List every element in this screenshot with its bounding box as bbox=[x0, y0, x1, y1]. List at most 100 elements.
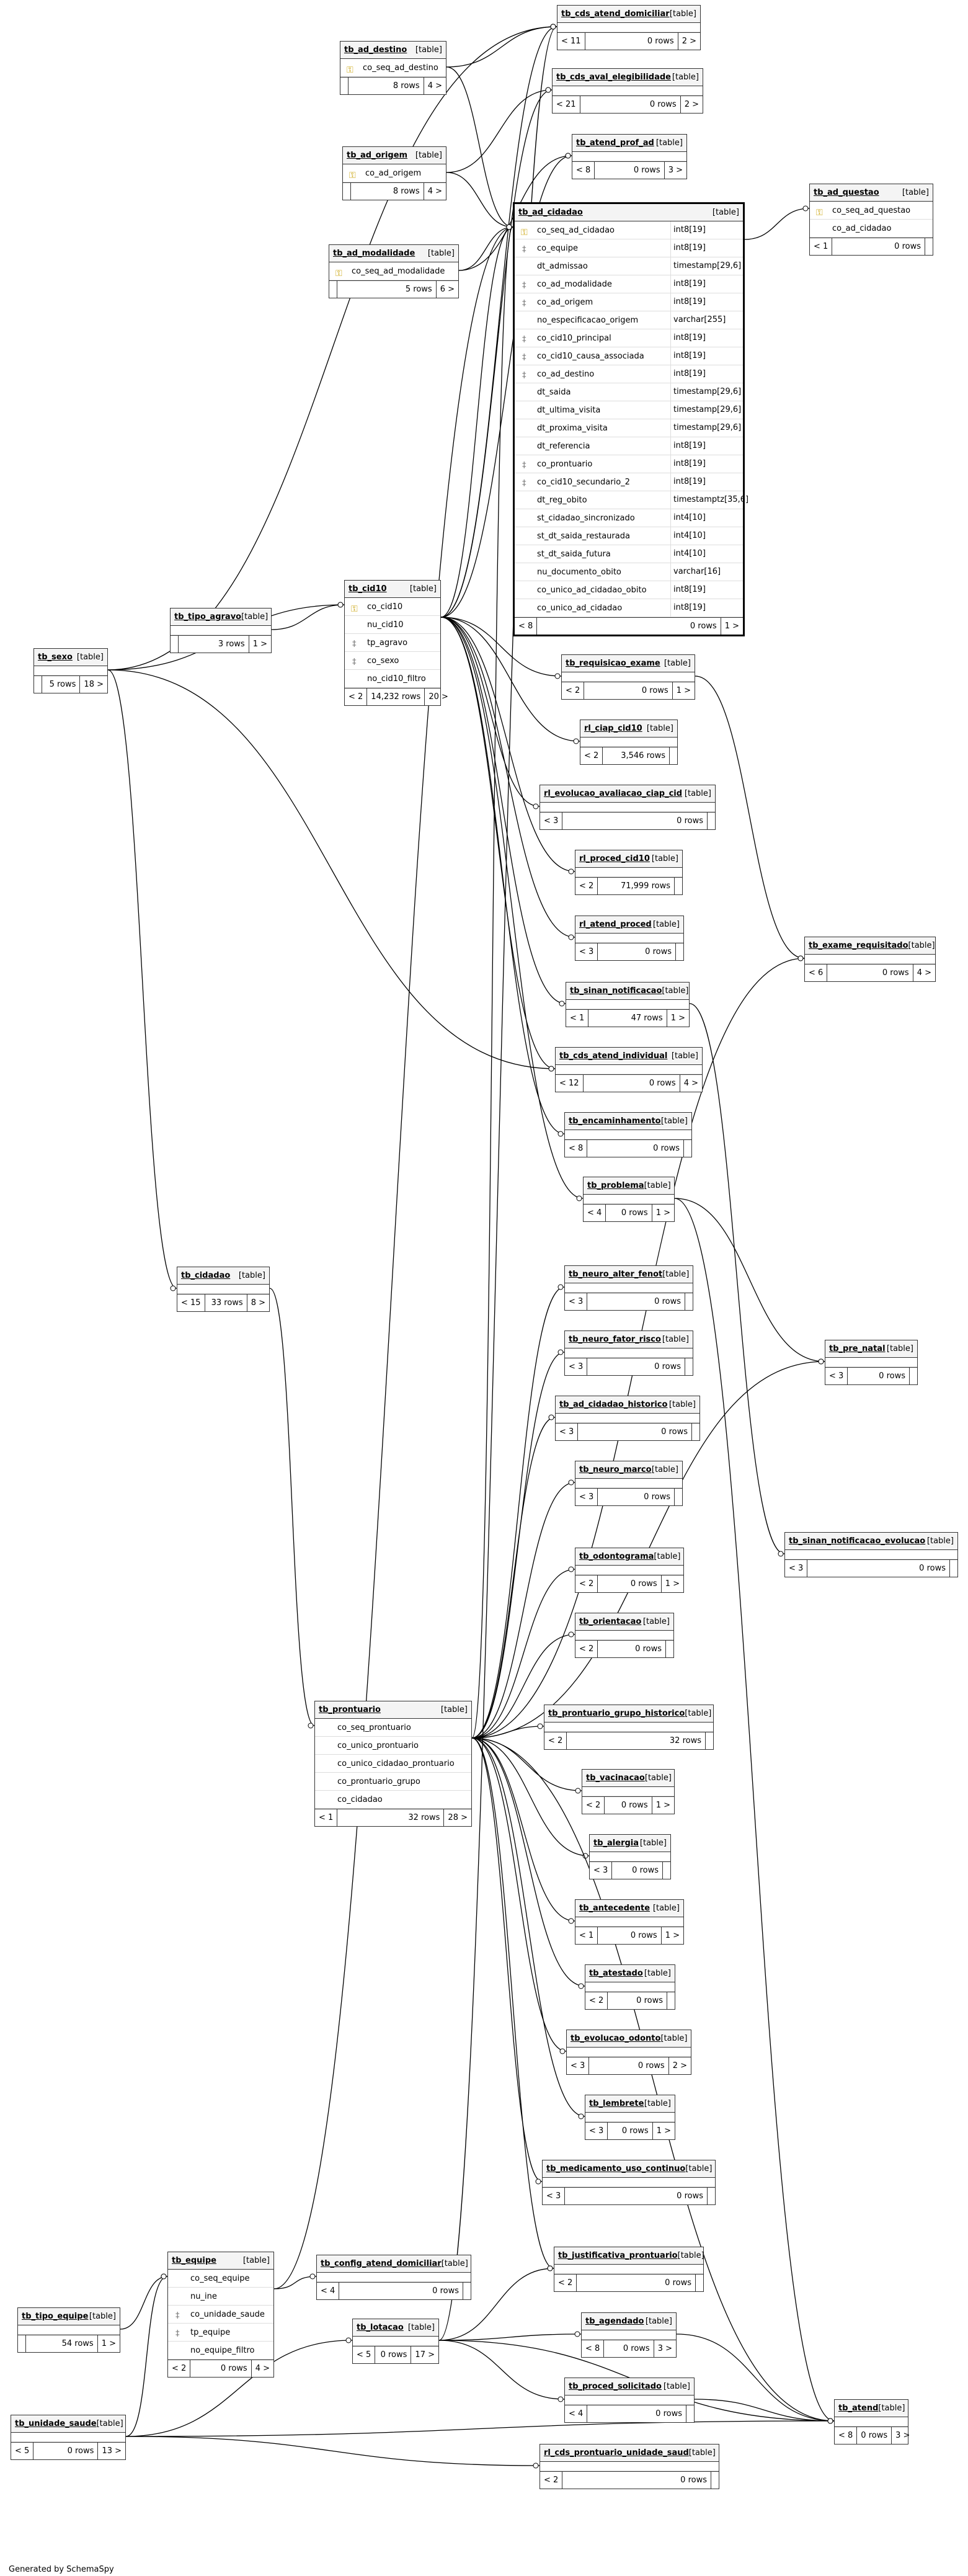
parent-count[interactable] bbox=[34, 676, 42, 693]
child-count[interactable]: 4 > bbox=[255, 2364, 270, 2373]
parent-count[interactable]: < 4 bbox=[584, 1205, 606, 1221]
table-name[interactable]: rl_atend_proced bbox=[579, 920, 652, 929]
table-name[interactable]: tb_sexo bbox=[38, 653, 73, 662]
child-count[interactable] bbox=[666, 1641, 673, 1657]
table-name[interactable]: tb_atend bbox=[838, 2404, 879, 2413]
child-count[interactable]: 28 > bbox=[448, 1813, 468, 1822]
column-row[interactable]: no_cid10_filtro bbox=[345, 670, 440, 688]
table-name[interactable]: tb_neuro_alter_fenot bbox=[569, 1270, 663, 1279]
column-row[interactable]: no_equipe_filtro bbox=[168, 2342, 273, 2360]
parent-count[interactable]: < 2 bbox=[580, 747, 603, 764]
child-count[interactable]: 1 > bbox=[670, 1014, 685, 1023]
child-count[interactable]: 3 > bbox=[657, 2344, 672, 2353]
table-name[interactable]: tb_alergia bbox=[593, 1838, 639, 1848]
child-count[interactable] bbox=[696, 2275, 703, 2291]
table-name[interactable]: rl_ciap_cid10 bbox=[584, 724, 642, 733]
column-row[interactable]: nu_cid10 bbox=[345, 616, 440, 634]
child-count[interactable]: 2 > bbox=[682, 37, 696, 46]
column-row[interactable]: ‡co_sexo bbox=[345, 652, 440, 670]
table-name[interactable]: tb_encaminhamento bbox=[569, 1116, 661, 1126]
parent-count[interactable]: < 8 bbox=[515, 618, 538, 635]
table-name[interactable]: tb_exame_requisitado bbox=[809, 941, 908, 950]
child-count[interactable]: 20 > bbox=[428, 692, 448, 702]
child-count[interactable]: 4 > bbox=[427, 187, 442, 196]
parent-count[interactable]: < 15 bbox=[177, 1295, 205, 1311]
column-row[interactable]: nu_ine bbox=[168, 2288, 273, 2306]
table-name[interactable]: tb_equipe bbox=[172, 2256, 216, 2265]
table-name[interactable]: tb_evolucao_odonto bbox=[571, 2034, 661, 2043]
parent-count[interactable]: < 4 bbox=[565, 2405, 588, 2422]
table-name[interactable]: tb_lembrete bbox=[589, 2099, 644, 2108]
table-name[interactable]: tb_config_atend_domiciliar bbox=[321, 2259, 442, 2268]
table-name[interactable]: tb_sinan_notificacao bbox=[570, 986, 662, 996]
child-count[interactable]: 1 > bbox=[656, 2126, 671, 2136]
table-name[interactable]: rl_proced_cid10 bbox=[579, 854, 650, 863]
table-name[interactable]: tb_atestado bbox=[589, 1969, 643, 1978]
table-name[interactable]: tb_agendado bbox=[585, 2317, 644, 2326]
column-row[interactable]: co_seq_equipe bbox=[168, 2270, 273, 2288]
column-row[interactable]: ⚿co_seq_ad_modalidade bbox=[329, 262, 458, 280]
parent-count[interactable]: < 2 bbox=[582, 1797, 605, 1814]
parent-count[interactable]: < 3 bbox=[543, 2188, 566, 2204]
table-name[interactable]: tb_tipo_equipe bbox=[22, 2312, 89, 2321]
table-name[interactable]: tb_antecedente bbox=[579, 1904, 651, 1913]
child-count[interactable]: 2 > bbox=[684, 100, 699, 109]
table-name[interactable]: tb_ad_questao bbox=[814, 188, 879, 197]
column-row[interactable]: ⚿co_seq_ad_destino bbox=[340, 59, 446, 77]
parent-count[interactable]: < 3 bbox=[567, 2057, 590, 2074]
child-count[interactable]: 2 > bbox=[672, 2061, 687, 2070]
parent-count[interactable]: < 3 bbox=[565, 1293, 588, 1310]
child-count[interactable] bbox=[950, 1560, 957, 1577]
child-count[interactable] bbox=[667, 1992, 675, 2009]
child-count[interactable] bbox=[706, 1732, 713, 1749]
table-name[interactable]: tb_ad_modalidade bbox=[333, 249, 415, 258]
child-count[interactable]: 8 > bbox=[251, 1298, 265, 1308]
parent-count[interactable] bbox=[18, 2335, 26, 2352]
table-name[interactable]: tb_vacinacao bbox=[586, 1773, 645, 1783]
parent-count[interactable]: < 11 bbox=[557, 33, 585, 50]
parent-count[interactable]: < 8 bbox=[572, 162, 595, 179]
table-name[interactable]: tb_prontuario bbox=[319, 1705, 381, 1714]
parent-count[interactable] bbox=[343, 183, 351, 200]
parent-count[interactable]: < 1 bbox=[315, 1809, 338, 1826]
child-count[interactable]: 1 > bbox=[252, 640, 267, 649]
child-count[interactable] bbox=[711, 2472, 719, 2489]
table-name[interactable]: tb_cid10 bbox=[349, 584, 387, 594]
child-count[interactable]: 13 > bbox=[102, 2446, 122, 2456]
child-count[interactable] bbox=[692, 1424, 699, 1440]
child-count[interactable] bbox=[708, 813, 715, 829]
child-count[interactable]: 1 > bbox=[724, 622, 739, 631]
child-count[interactable]: 3 > bbox=[668, 166, 683, 175]
column-row[interactable]: ‡tp_agravo bbox=[345, 634, 440, 652]
